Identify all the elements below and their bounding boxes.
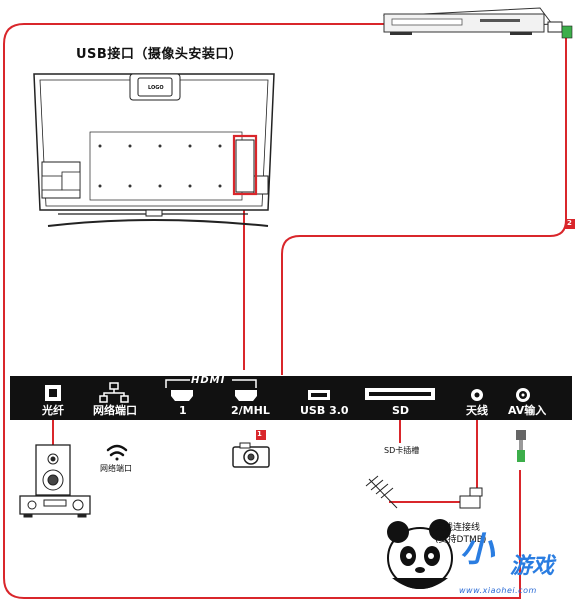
port-label-sd: SD: [392, 404, 410, 417]
wifi-caption: 网络端口: [100, 464, 132, 473]
badge-2: [565, 219, 575, 229]
tv-back: [33, 73, 275, 227]
hdmi2-port-icon: [235, 390, 257, 401]
cable-antenna: [389, 420, 478, 503]
camera-icon: [232, 442, 270, 468]
port-label-ethernet: 网络端口: [93, 404, 137, 417]
speaker-icon: [35, 444, 71, 496]
watermark-brand-a: 小: [460, 530, 494, 570]
hdmi1-port-icon: [171, 390, 193, 401]
antenna-cable-caption: 天线连接线: [435, 523, 481, 533]
panda-mascot-icon: [387, 519, 453, 589]
usb-camera-slot-highlight: [232, 134, 258, 196]
port-label-usb3: USB 3.0: [300, 404, 349, 417]
receiver-icon: [19, 495, 91, 518]
port-label-antenna: 天线: [466, 404, 488, 417]
ethernet-port-icon: [99, 382, 129, 403]
cable-dvd-to-hdmi2: [281, 38, 567, 375]
port-label-hdmi2: 2/MHL: [231, 404, 270, 417]
antenna-icon: [365, 475, 398, 509]
badge-1: [256, 430, 266, 440]
diagram-title: USB接口（摄像头安装口）: [76, 47, 243, 62]
antenna-plug: [459, 487, 483, 509]
cable-dvd-to-av: [3, 23, 521, 599]
watermark-brand-b: 游戏: [510, 554, 555, 579]
hdmi-bracket: [165, 379, 257, 388]
badge-1-label: 1: [257, 430, 262, 438]
tv-logo: LOGO: [148, 85, 164, 91]
hdmi-logo: HDMI: [191, 375, 226, 386]
wifi-icon: [106, 444, 128, 461]
antenna-cable-caption-2: (支持DTMB): [435, 535, 487, 545]
dvd-player: [383, 7, 573, 39]
sd-slot-caption: SD卡插槽: [384, 446, 420, 455]
badge-2-label: 2: [567, 219, 572, 227]
port-label-hdmi1: 1: [179, 404, 187, 417]
watermark-url: www.xiaohei.com: [459, 586, 537, 595]
port-label-optical: 光纤: [42, 404, 64, 417]
av-cable-connector: [516, 430, 526, 462]
port-label-av: AV输入: [508, 404, 547, 417]
